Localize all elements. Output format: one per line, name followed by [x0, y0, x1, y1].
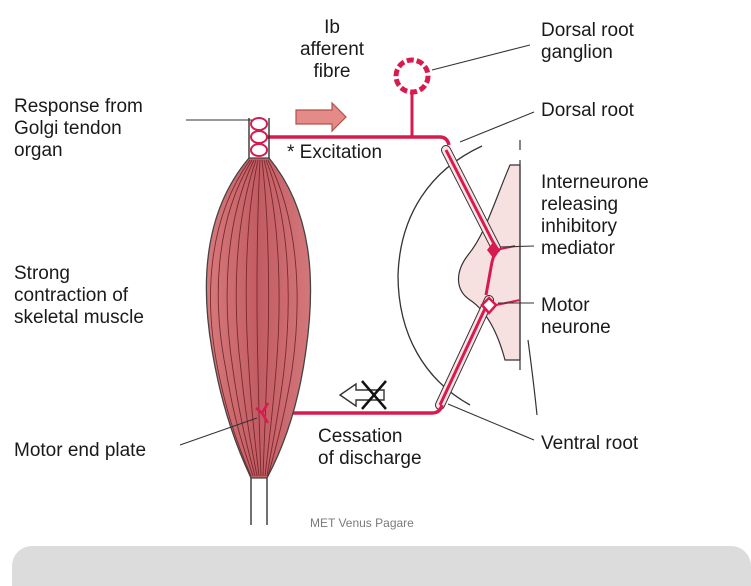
- golgi-tendon-organ: [251, 118, 267, 156]
- diagram: Ib afferent fibre Dorsal root ganglion D…: [0, 0, 751, 563]
- dorsal-root-tube: [446, 150, 496, 248]
- excitation-arrow-icon: [296, 103, 346, 131]
- ventral-root-label: Ventral root: [541, 433, 638, 455]
- ventral-fissure: [528, 340, 537, 415]
- dorsal-root-ganglion-label: Dorsal root ganglion: [541, 20, 634, 64]
- ib-afferent-fibre-label: Ib afferent fibre: [288, 17, 376, 83]
- credit-text: MET Venus Pagare: [310, 516, 414, 530]
- blocked-arrow-icon: [340, 381, 386, 409]
- golgi-response-label: Response from Golgi tendon organ: [14, 96, 143, 162]
- footer-bar: [12, 546, 751, 586]
- strong-contraction-label: Strong contraction of skeletal muscle: [14, 263, 144, 329]
- motor-neurone-label: Motor neurone: [541, 295, 611, 339]
- ventral-root-tube: [440, 300, 489, 405]
- cessation-label: Cessation of discharge: [318, 426, 422, 470]
- dorsal-root-ganglion: [396, 60, 428, 92]
- dorsal-root-label: Dorsal root: [541, 100, 634, 122]
- interneurone-label: Interneurone releasing inhibitory mediat…: [541, 172, 649, 260]
- skeletal-muscle: [206, 118, 310, 525]
- excitation-label: * Excitation: [287, 142, 382, 164]
- motor-end-plate-label: Motor end plate: [14, 440, 146, 462]
- tendon-bottom: [251, 475, 267, 525]
